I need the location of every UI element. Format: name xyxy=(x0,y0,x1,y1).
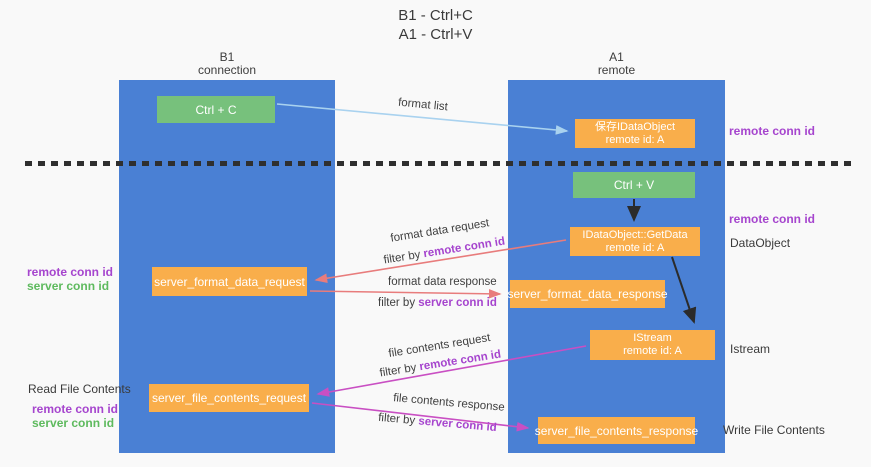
node-ctrl-v-label: Ctrl + V xyxy=(613,178,655,192)
node-save-idataobject: 保存IDataObject remote id: A xyxy=(575,119,695,148)
node-server-file-contents-request-label: server_file_contents_request xyxy=(151,391,307,405)
annotation-left-server-conn-id-1: server conn id xyxy=(27,279,110,293)
node-idataobject-getdata-line1: IDataObject::GetData xyxy=(582,228,688,241)
node-server-file-contents-response-label: server_file_contents_response xyxy=(534,423,699,438)
filter-key-server-conn-id-2: server conn id xyxy=(417,415,498,435)
filter-prefix-3: filter by xyxy=(378,361,421,380)
filter-prefix-2: filter by xyxy=(378,297,419,309)
lane-a1-role: remote xyxy=(597,63,636,77)
annotation-write-file-contents: Write File Contents xyxy=(723,423,825,437)
annotation-left-remote-conn-id-2: remote conn id xyxy=(32,402,119,416)
title-line-1: B1 - Ctrl+C xyxy=(398,7,473,24)
annotation-istream: Istream xyxy=(730,342,771,356)
lane-a1-name: A1 xyxy=(609,50,624,64)
node-server-format-data-request: server_format_data_request xyxy=(152,267,307,296)
title-line-2: A1 - Ctrl+V xyxy=(398,26,473,43)
node-istream-line2: remote id: A xyxy=(623,345,682,357)
flow-label-filter-server-2: filter by server conn id xyxy=(378,412,497,434)
node-server-format-data-request-label: server_format_data_request xyxy=(154,274,305,289)
flow-label-filter-server-1: filter by server conn id xyxy=(378,297,497,309)
filter-prefix-4: filter by xyxy=(377,411,419,428)
node-server-format-data-response: server_format_data_response xyxy=(507,280,668,308)
node-ctrl-v: Ctrl + V xyxy=(573,172,695,198)
node-save-idataobject-line1: 保存IDataObject xyxy=(594,120,676,133)
node-istream: IStream remote id: A xyxy=(590,330,715,360)
lane-b1-role: connection xyxy=(197,63,257,77)
node-ctrl-c: Ctrl + C xyxy=(157,96,275,123)
node-idataobject-getdata: IDataObject::GetData remote id: A xyxy=(570,227,700,256)
annotation-right-remote-conn-id-2: remote conn id xyxy=(729,212,816,226)
arrow-format-request-to-response xyxy=(309,289,502,299)
annotation-left-server-conn-id-2: server conn id xyxy=(32,416,115,430)
node-idataobject-getdata-line2: remote id: A xyxy=(605,241,665,254)
lane-header-b1: B1 connection xyxy=(119,51,335,77)
node-ctrl-c-label: Ctrl + C xyxy=(195,102,237,117)
lane-b1-name: B1 xyxy=(219,50,235,64)
annotation-read-file-contents: Read File Contents xyxy=(28,382,131,396)
dashed-divider-line xyxy=(25,161,856,166)
flow-label-format-list: format list xyxy=(397,96,449,114)
flow-label-format-data-response: format data response xyxy=(388,276,497,288)
node-istream-line1: IStream xyxy=(633,332,672,344)
filter-prefix-1: filter by xyxy=(382,248,425,267)
filter-key-remote-conn-id-1: remote conn id xyxy=(422,235,506,261)
flow-label-file-contents-response: file contents response xyxy=(392,392,506,414)
page-title: B1 - Ctrl+C A1 - Ctrl+V xyxy=(0,6,871,44)
node-save-idataobject-line2: remote id: A xyxy=(605,133,665,146)
annotation-left-remote-conn-id-1: remote conn id xyxy=(27,265,114,279)
filter-key-server-conn-id-1: server conn id xyxy=(418,297,497,309)
node-server-file-contents-response: server_file_contents_response xyxy=(534,417,699,444)
lane-header-a1: A1 remote xyxy=(508,51,725,77)
annotation-right-remote-conn-id-1: remote conn id xyxy=(729,124,816,138)
node-server-format-data-response-label: server_format_data_response xyxy=(507,287,668,301)
node-server-file-contents-request: server_file_contents_request xyxy=(149,384,309,412)
annotation-dataobject: DataObject xyxy=(730,236,791,250)
